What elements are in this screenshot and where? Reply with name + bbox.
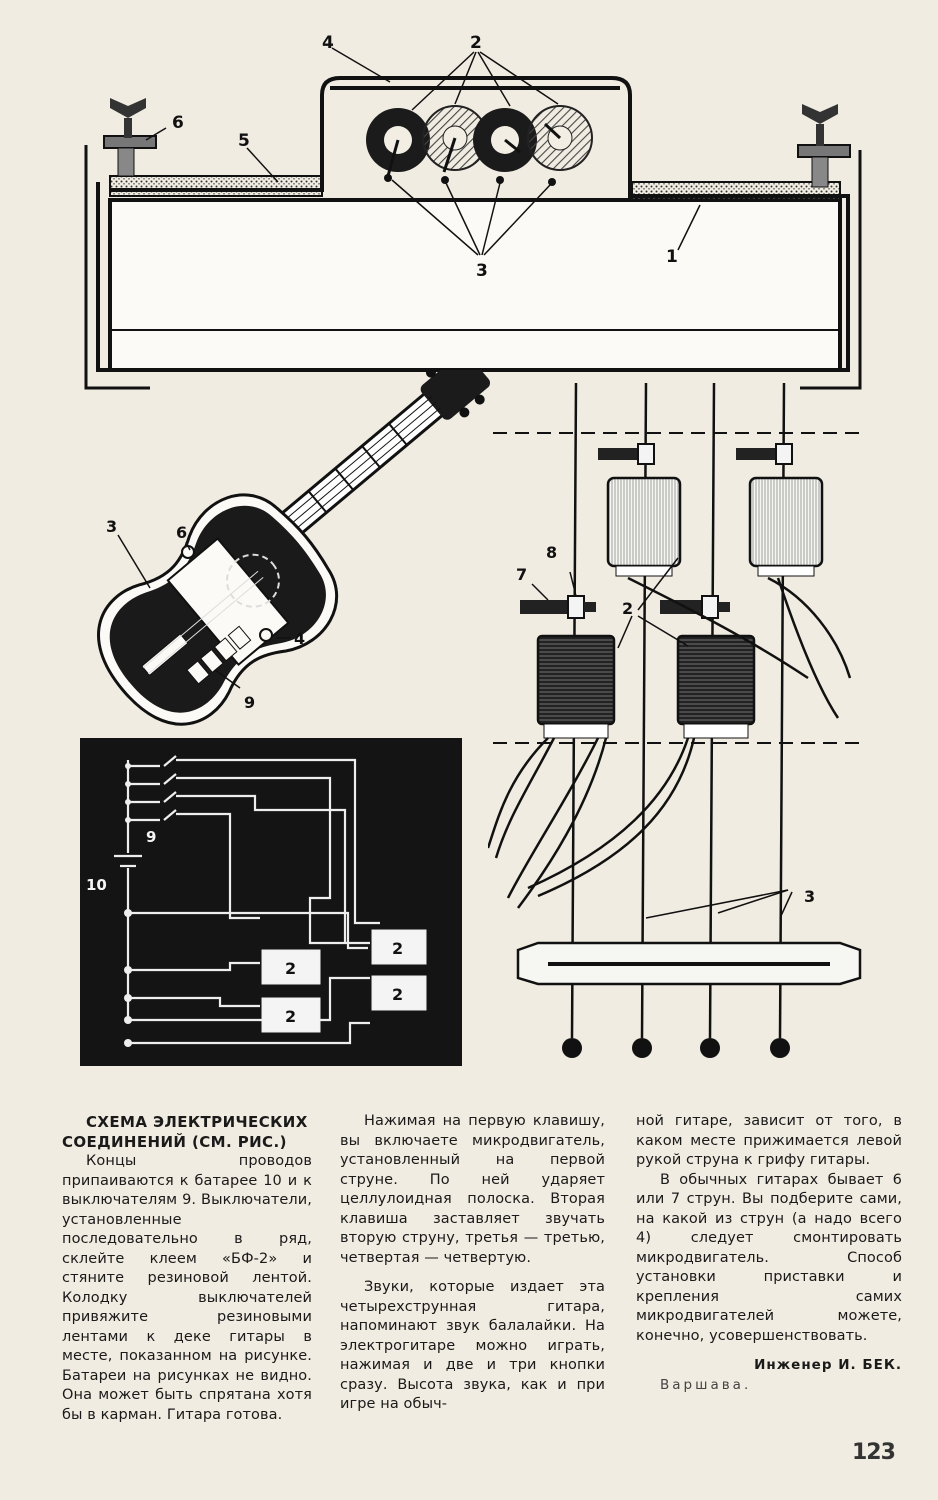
guitar-callout-3: 3: [106, 517, 117, 536]
battery-label-10: 10: [86, 876, 107, 894]
article-column-2: Нажимая на первую клавишу, вы включаете …: [340, 1112, 605, 1415]
detail-callout-8: 8: [546, 543, 557, 562]
author-signature: Инженер И. БЕК.: [754, 1357, 902, 1373]
guitar-figure: 3 6 4 9: [97, 370, 491, 726]
detail-callout-2: 2: [622, 599, 633, 618]
page-number: 123: [852, 1440, 896, 1465]
callout-4: 4: [322, 33, 334, 53]
callout-2: 2: [470, 33, 482, 53]
switch-label-9: 9: [146, 828, 156, 846]
paragraph: ной гитаре, зависит от того, в каком мес…: [636, 1113, 902, 1168]
detail-callout-7: 7: [516, 565, 527, 584]
paragraph: В обычных гитарах бывает 6 или 7 струн. …: [636, 1171, 902, 1344]
motor-detail-figure: 8 7 2 3: [488, 382, 863, 1058]
wiring-schematic: 2 2 2 2 9 10: [80, 738, 462, 1066]
top-assembly-figure: 2 4 6 5 3 1: [84, 33, 862, 390]
callout-3: 3: [476, 261, 488, 281]
author-city: Варшава.: [660, 1376, 752, 1393]
guitar-callout-6: 6: [176, 523, 187, 542]
guitar-callout-4: 4: [294, 629, 305, 648]
motor-label: 2: [392, 985, 403, 1004]
motor-label: 2: [392, 939, 403, 958]
article-column-3: ной гитаре, зависит от того, в каком мес…: [636, 1112, 902, 1395]
paragraph: Нажимая на первую клавишу, вы включаете …: [340, 1113, 605, 1266]
paragraph: Звуки, которые издает эта четырехструнна…: [340, 1279, 605, 1412]
motor-label: 2: [285, 1007, 296, 1026]
guitar-callout-9: 9: [244, 693, 255, 712]
callout-5: 5: [238, 131, 250, 151]
paragraph: Концы проводов припаиваются к батарее 10…: [62, 1153, 312, 1423]
callout-6: 6: [172, 113, 184, 133]
callout-1: 1: [666, 247, 678, 267]
detail-callout-3: 3: [804, 887, 815, 906]
section-heading: СХЕМА ЭЛЕКТРИЧЕСКИХ СОЕДИНЕНИЙ (см. рис.…: [62, 1113, 308, 1151]
article-column-1: СХЕМА ЭЛЕКТРИЧЕСКИХ СОЕДИНЕНИЙ (см. рис.…: [62, 1112, 312, 1425]
motor-label: 2: [285, 959, 296, 978]
